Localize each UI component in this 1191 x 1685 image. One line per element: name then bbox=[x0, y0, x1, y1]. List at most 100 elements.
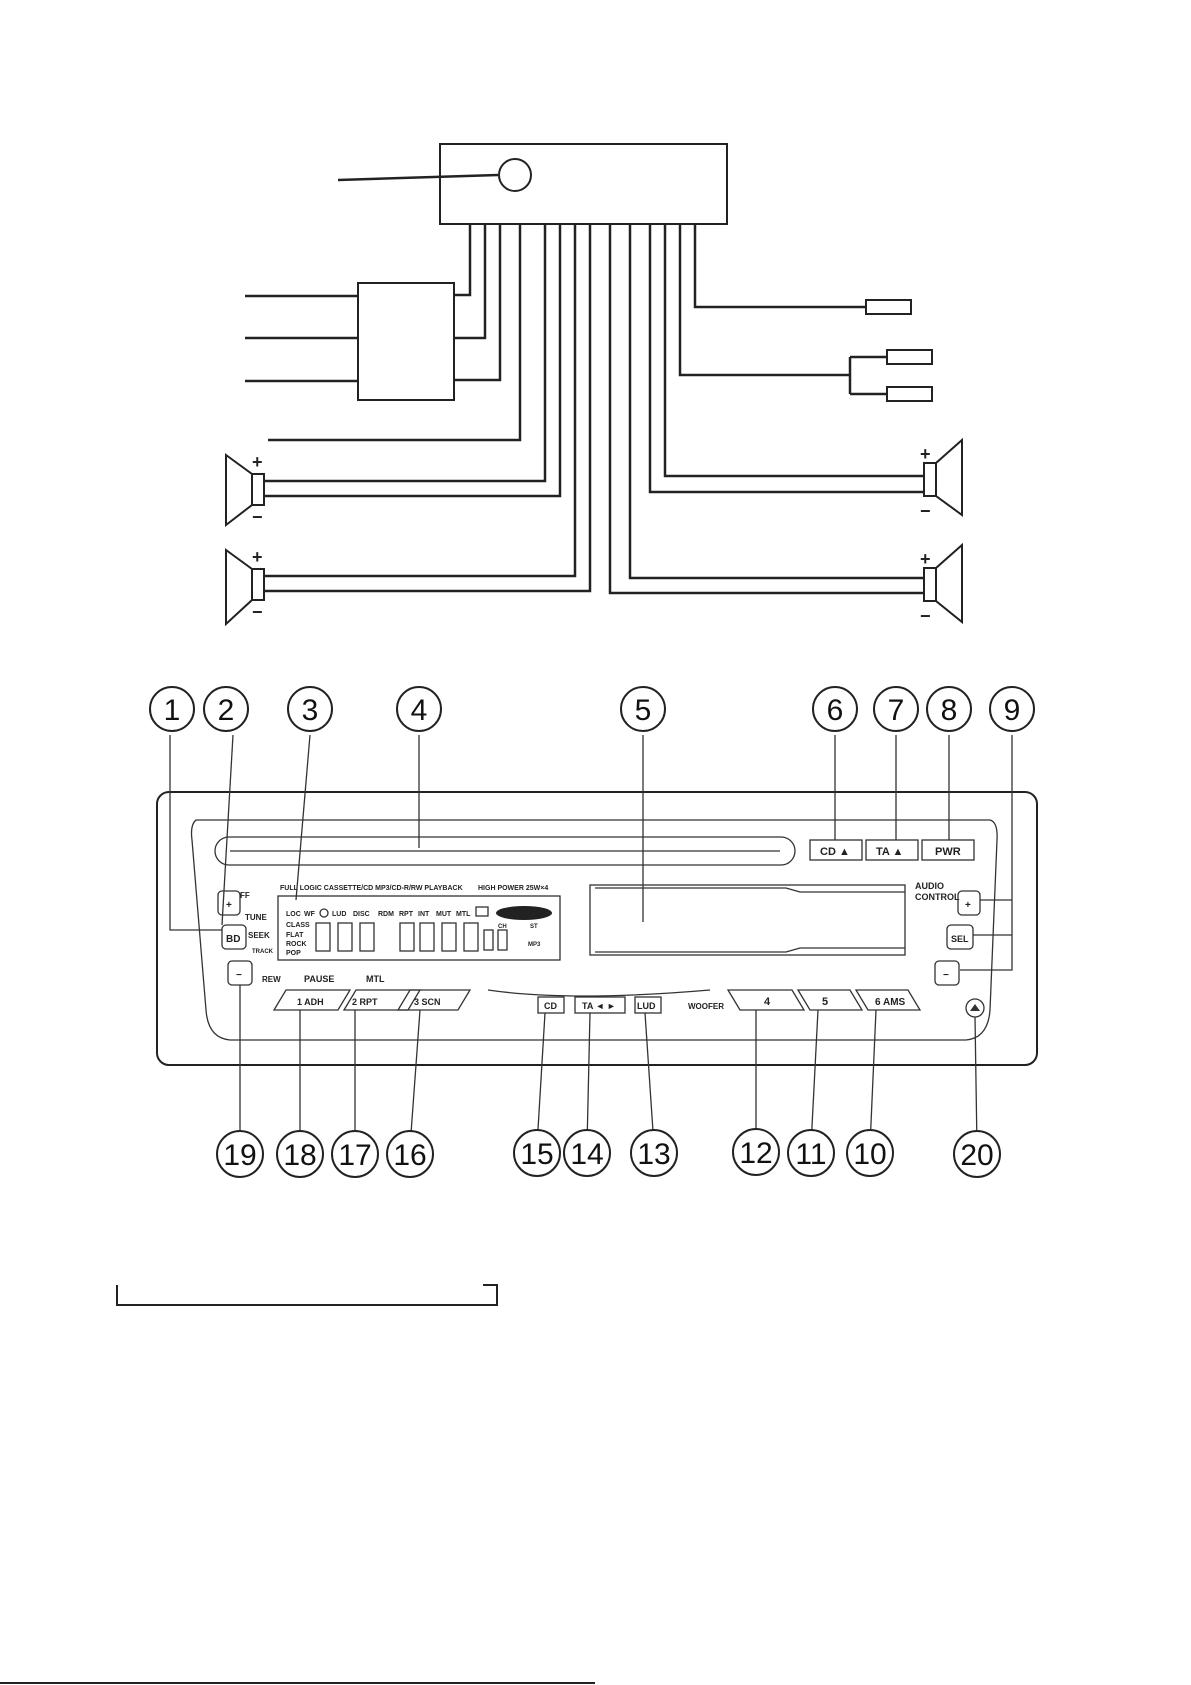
band-button-label: BD bbox=[226, 934, 240, 945]
right-display-window bbox=[589, 884, 906, 956]
volume-down-button[interactable] bbox=[934, 960, 960, 986]
audio-label: AUDIO bbox=[915, 881, 944, 891]
lcd-display: LOC WF LUD CLASS FLAT ROCK POP DISC RDM … bbox=[277, 895, 561, 961]
svg-text:15: 15 bbox=[520, 1138, 553, 1171]
lud-indicator: LUD bbox=[332, 911, 346, 918]
center-buttons: CD TA ◄ ► LUD bbox=[487, 989, 711, 1014]
eq-flat: FLAT bbox=[286, 932, 304, 939]
rca-plug-upper bbox=[886, 349, 933, 365]
callout-5: 5 bbox=[620, 686, 666, 732]
svg-text:20: 20 bbox=[960, 1139, 993, 1172]
ff-label: FF bbox=[240, 891, 250, 900]
volume-down-label: − bbox=[943, 970, 949, 981]
speaker-front-right: + − bbox=[920, 437, 963, 521]
front-panel: CD ▲ TA ▲ PWR FULL LOGIC CASSETTE/CD MP3… bbox=[156, 791, 1038, 1066]
rca-wires bbox=[678, 240, 887, 396]
output-plug bbox=[865, 299, 912, 315]
svg-text:12: 12 bbox=[739, 1137, 772, 1170]
mut-indicator: MUT bbox=[436, 911, 452, 918]
output-plug-wire bbox=[693, 240, 866, 309]
callout-9: 9 bbox=[989, 686, 1035, 732]
disc-slot[interactable] bbox=[214, 836, 796, 866]
callout-11: 11 bbox=[787, 1129, 835, 1177]
callout-16: 16 bbox=[386, 1130, 434, 1178]
volume-up-button[interactable] bbox=[957, 890, 981, 916]
speaker-minus-sign: − bbox=[920, 501, 931, 521]
callout-1: 1 bbox=[149, 686, 195, 732]
speaker-rear-left: + − bbox=[225, 547, 265, 627]
preset-5-button[interactable] bbox=[796, 989, 864, 1011]
callout-19: 19 bbox=[216, 1130, 264, 1178]
power-button[interactable] bbox=[921, 839, 975, 861]
loc-indicator: LOC bbox=[286, 911, 301, 918]
rew-button-label: − bbox=[236, 970, 242, 981]
display-window-rails bbox=[595, 887, 905, 953]
preset-1-label: 1 ADH bbox=[297, 997, 324, 1007]
preset-6-button[interactable] bbox=[854, 989, 922, 1011]
mp3-indicator: MP3 bbox=[528, 942, 541, 948]
slot-buttons: CD ▲ TA ▲ PWR bbox=[809, 839, 975, 861]
center-arc bbox=[487, 989, 711, 997]
harness-output-wires bbox=[454, 240, 502, 382]
connector-pins bbox=[468, 224, 697, 240]
callout-12: 12 bbox=[732, 1128, 780, 1176]
mtl-label: MTL bbox=[366, 974, 385, 984]
speaker-front-left: + − bbox=[225, 452, 265, 528]
svg-text:18: 18 bbox=[283, 1139, 316, 1172]
callouts-top: 1 2 3 4 5 6 7 8 9 bbox=[149, 686, 1035, 732]
rca-plug-lower bbox=[886, 386, 933, 402]
eq-rock: ROCK bbox=[286, 941, 307, 948]
select-label: SEL bbox=[951, 934, 969, 944]
svg-text:1: 1 bbox=[164, 694, 181, 727]
track-label: TRACK bbox=[252, 949, 274, 955]
empty-bracket-box bbox=[116, 1284, 498, 1306]
band-button[interactable] bbox=[221, 924, 247, 950]
front-left-wires bbox=[264, 240, 562, 498]
ff-button-label: + bbox=[226, 900, 232, 911]
speaker-rear-right: + − bbox=[920, 542, 963, 626]
svg-text:8: 8 bbox=[941, 694, 958, 727]
remote-wire bbox=[268, 240, 522, 442]
svg-text:19: 19 bbox=[223, 1139, 256, 1172]
speaker-minus-sign: − bbox=[252, 602, 263, 622]
tape-direction-label: TA ◄ ► bbox=[582, 1001, 616, 1011]
seek-label: SEEK bbox=[248, 931, 270, 940]
rew-label: REW bbox=[262, 975, 281, 984]
power-harness-box bbox=[357, 282, 455, 401]
antenna-socket bbox=[498, 158, 532, 192]
preset-1-button[interactable] bbox=[272, 989, 352, 1011]
cd-eject-button[interactable] bbox=[809, 839, 863, 861]
svg-text:16: 16 bbox=[393, 1139, 426, 1172]
preset-3-button[interactable] bbox=[396, 989, 472, 1011]
ch-indicator: CH bbox=[498, 924, 507, 930]
volume-up-label: + bbox=[965, 900, 971, 911]
tape-direction-button[interactable] bbox=[574, 996, 626, 1014]
callout-8: 8 bbox=[926, 686, 972, 732]
preset-2-label: 2 RPT bbox=[352, 997, 378, 1007]
disc-icon bbox=[319, 908, 329, 918]
st-indicator: ST bbox=[530, 924, 538, 930]
callouts-bottom: 19 18 17 16 15 14 13 12 11 10 20 bbox=[216, 1128, 1001, 1178]
wiring-diagram: + − + − + − + − bbox=[225, 143, 963, 627]
eq-class: CLASS bbox=[286, 922, 310, 929]
cd-mode-label: CD bbox=[544, 1001, 557, 1011]
ff-tune-up-button[interactable] bbox=[217, 890, 241, 916]
rear-right-wires bbox=[608, 240, 924, 595]
panel-outer-frame bbox=[156, 791, 1038, 1066]
rear-left-wires bbox=[264, 240, 592, 593]
cd-mode-button[interactable] bbox=[537, 996, 565, 1014]
display-window-frame bbox=[589, 884, 906, 956]
playback-formats-text: FULL LOGIC CASSETTE/CD MP3/CD-R/RW PLAYB… bbox=[280, 885, 463, 892]
control-label: CONTROL bbox=[915, 892, 960, 902]
antenna-lead bbox=[337, 173, 499, 182]
select-button[interactable] bbox=[946, 924, 974, 950]
woofer-label: WOOFER bbox=[688, 1002, 724, 1011]
lcd-frame bbox=[277, 895, 561, 961]
preset-4-button[interactable] bbox=[726, 989, 806, 1011]
tape-eject-button[interactable] bbox=[865, 839, 919, 861]
display-logo-oval bbox=[496, 906, 552, 920]
loudness-button[interactable] bbox=[634, 996, 662, 1014]
svg-text:14: 14 bbox=[570, 1138, 603, 1171]
speaker-plus-sign: + bbox=[252, 452, 263, 472]
pause-label: PAUSE bbox=[304, 974, 334, 984]
